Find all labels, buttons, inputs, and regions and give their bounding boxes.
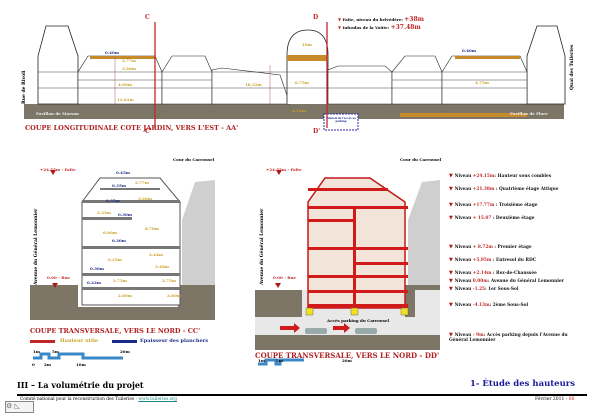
dim-label: 0.45m — [116, 170, 130, 175]
section-title: III – La volumétrie du projet — [17, 380, 144, 390]
dim-label: 6.00m — [103, 230, 117, 235]
cut-d-prime: D' — [313, 128, 321, 135]
longitudinal-section: Rue de Rivoli Quai des Tuileries Pavillo… — [0, 0, 605, 140]
level-item: Niveau +21.38m : Quatrième étage Attique — [449, 186, 559, 192]
dim-label: 3.48m — [155, 264, 169, 269]
longitudinal-drawing — [24, 22, 566, 131]
cc-caption: COUPE TRANSVERSALE, VERS LE NORD - CC' — [30, 327, 201, 335]
level-item: Niveau -1.25: 1er Sous-Sol — [449, 286, 519, 292]
cut-c: C — [145, 14, 150, 21]
dim-label: 4.00m — [118, 82, 132, 87]
street-label-left: Rue de Rivoli — [22, 70, 27, 104]
dim-label: 12.61m — [117, 97, 134, 102]
legend-floor-thickness: Epaisseur des planchers — [140, 338, 209, 344]
parking-access-label: Accès parking du Carrousel — [327, 318, 390, 323]
dim-label: 0.35m — [106, 198, 120, 203]
date-page: Février 2011 - 66 — [535, 397, 575, 402]
street-level-label: 0.00 - Rue — [273, 275, 296, 280]
dd-section: Cour du Carrousel +24.55m - Faîte 0.00 -… — [250, 140, 605, 370]
dim-label: 0.30m — [118, 212, 132, 217]
pavilion-marsan: Pavillon de Marsan — [36, 111, 79, 116]
summit-note: ▼ Faîte, niveau du belvédère: +38m — [338, 16, 425, 23]
organization-line: Comité national pour la reconstruction d… — [20, 397, 177, 402]
dim-label: 10m — [302, 42, 312, 47]
level-item: Niveau - 9m: Accès parking depuis l'Aven… — [449, 332, 569, 343]
subsection-title: 1- Étude des hauteurs — [470, 379, 576, 389]
dim-label: 2.77m — [122, 58, 136, 63]
dim-label: 0.30m — [90, 266, 104, 271]
dim-label: 2.75m — [113, 278, 127, 283]
avenue-label: Avenue du Général Lemonnier — [34, 208, 39, 285]
pavilion-flore: Pavillon de Flore — [510, 111, 548, 116]
dd-drawing — [255, 170, 440, 366]
scale-label: 10m — [76, 362, 86, 367]
cut-d: D — [313, 14, 319, 21]
dim-label: 0.40m — [462, 48, 476, 53]
dim-label: 18.32m — [245, 82, 262, 87]
scale-label: 2m — [44, 362, 52, 367]
dim-label: 8.70m — [145, 226, 159, 231]
street-level-label: 0.00 - Rue — [47, 275, 70, 280]
summit-label: +24.55m - Faîte — [266, 167, 302, 172]
dim-label: 2.44m — [149, 252, 163, 257]
dim-label: 2.60m — [118, 293, 132, 298]
page-number: 66 — [568, 397, 575, 402]
dim-label: 2.60m — [167, 293, 181, 298]
level-item: Niveau +5.95m : Entresol du RDC — [449, 257, 537, 263]
dim-label: 3.26m — [122, 66, 136, 71]
level-item: Niveau + 15.07 : Deuxième étage — [449, 215, 535, 221]
vault-note: ▼ Infrados de la Voûte: +37.48m — [338, 24, 421, 31]
website-link[interactable]: www.tuileries.org — [138, 397, 177, 402]
cc-drawing — [30, 170, 215, 360]
dim-label: 0.35m — [112, 183, 126, 188]
scale-label: 5m — [52, 349, 60, 354]
dim-label: 0.22m — [87, 280, 101, 285]
scale-label: 1m — [33, 349, 41, 354]
dim-label: 4.13m — [292, 108, 306, 113]
dim-label: 2.35m — [97, 210, 111, 215]
legend-useful-height: Hauteur utile — [60, 338, 99, 344]
scale-label: 1m — [258, 358, 266, 363]
street-label-right: Quai des Tuileries — [570, 44, 575, 90]
dd-caption: COUPE TRANSVERSALE, VERS LE NORD - DD' — [255, 351, 440, 360]
court-label: Cour du Carrousel — [400, 157, 442, 162]
scale-label: 5m — [276, 358, 284, 363]
level-item: Niveau + 8.72m : Premier étage — [449, 244, 532, 250]
cc-section: Cour du Carrousel +24.55m - Faîte 0.00 -… — [0, 140, 250, 370]
dim-label: 6.25m — [108, 257, 122, 262]
toolbar-widget-icon[interactable]: ⚙ ◺ — [5, 401, 34, 413]
dim-label: 3.26m — [138, 196, 152, 201]
court-label: Cour du Carrousel — [173, 157, 215, 162]
level-item: Niveau +24.15m: Hauteur sous combles — [449, 173, 552, 179]
scale-label: 20m — [342, 358, 352, 363]
level-item: Niveau +2.14m : Rez-de-Chaussée — [449, 270, 537, 276]
parking-tunnel-label: Tunnels de l'accès au parking — [326, 117, 356, 123]
cut-c-prime: C' — [145, 128, 152, 135]
level-item: Niveau +17.77m : Troisième étage — [449, 202, 538, 208]
dim-label: 0.30m — [112, 238, 126, 243]
footer-divider — [17, 394, 587, 396]
avenue-label: Avenue du Général Lemonnier — [260, 208, 265, 285]
level-item: Niveau 0.00m: Avenue du Général Lemonnie… — [449, 278, 564, 284]
dim-label: 2.77m — [135, 180, 149, 185]
level-item: Niveau -4.13m: 2ème Sous-Sol — [449, 302, 528, 308]
dim-label: 0.40m — [105, 50, 119, 55]
dim-label: 4.75m — [475, 80, 489, 85]
longitudinal-caption: COUPE LONGITUDINALE COTE JARDIN, VERS L'… — [25, 124, 239, 132]
scale-label: 20m — [120, 349, 130, 354]
scale-label: 0 — [32, 362, 35, 367]
dim-label: 6.75m — [295, 80, 309, 85]
dim-label: 2.75m — [162, 278, 176, 283]
summit-label: +24.55m - Faîte — [40, 167, 76, 172]
